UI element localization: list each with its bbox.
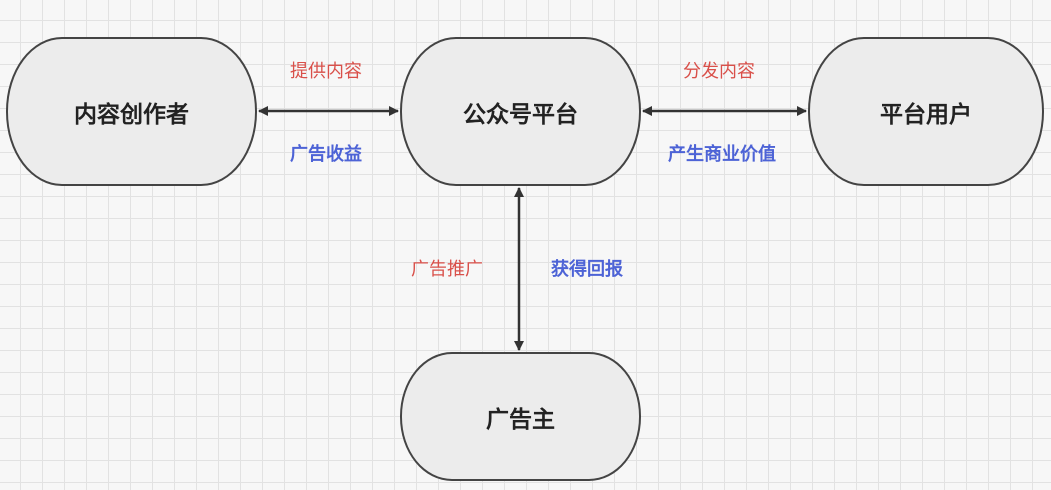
label-provide-content: 提供内容 bbox=[290, 61, 362, 82]
node-content-creator-label: 内容创作者 bbox=[74, 101, 189, 128]
node-platform-label: 公众号平台 bbox=[463, 101, 578, 128]
label-ad-promotion: 广告推广 bbox=[411, 259, 483, 280]
label-commercial-value: 产生商业价值 bbox=[668, 144, 776, 165]
node-platform-users: 平台用户 bbox=[808, 37, 1044, 186]
node-advertiser: 广告主 bbox=[400, 352, 641, 481]
node-platform-users-label: 平台用户 bbox=[880, 101, 972, 128]
label-ad-revenue: 广告收益 bbox=[290, 144, 362, 165]
node-content-creator: 内容创作者 bbox=[6, 37, 257, 186]
label-distribute-content: 分发内容 bbox=[683, 61, 755, 82]
node-advertiser-label: 广告主 bbox=[486, 406, 555, 433]
node-platform: 公众号平台 bbox=[400, 37, 641, 186]
label-get-returns: 获得回报 bbox=[551, 259, 623, 280]
